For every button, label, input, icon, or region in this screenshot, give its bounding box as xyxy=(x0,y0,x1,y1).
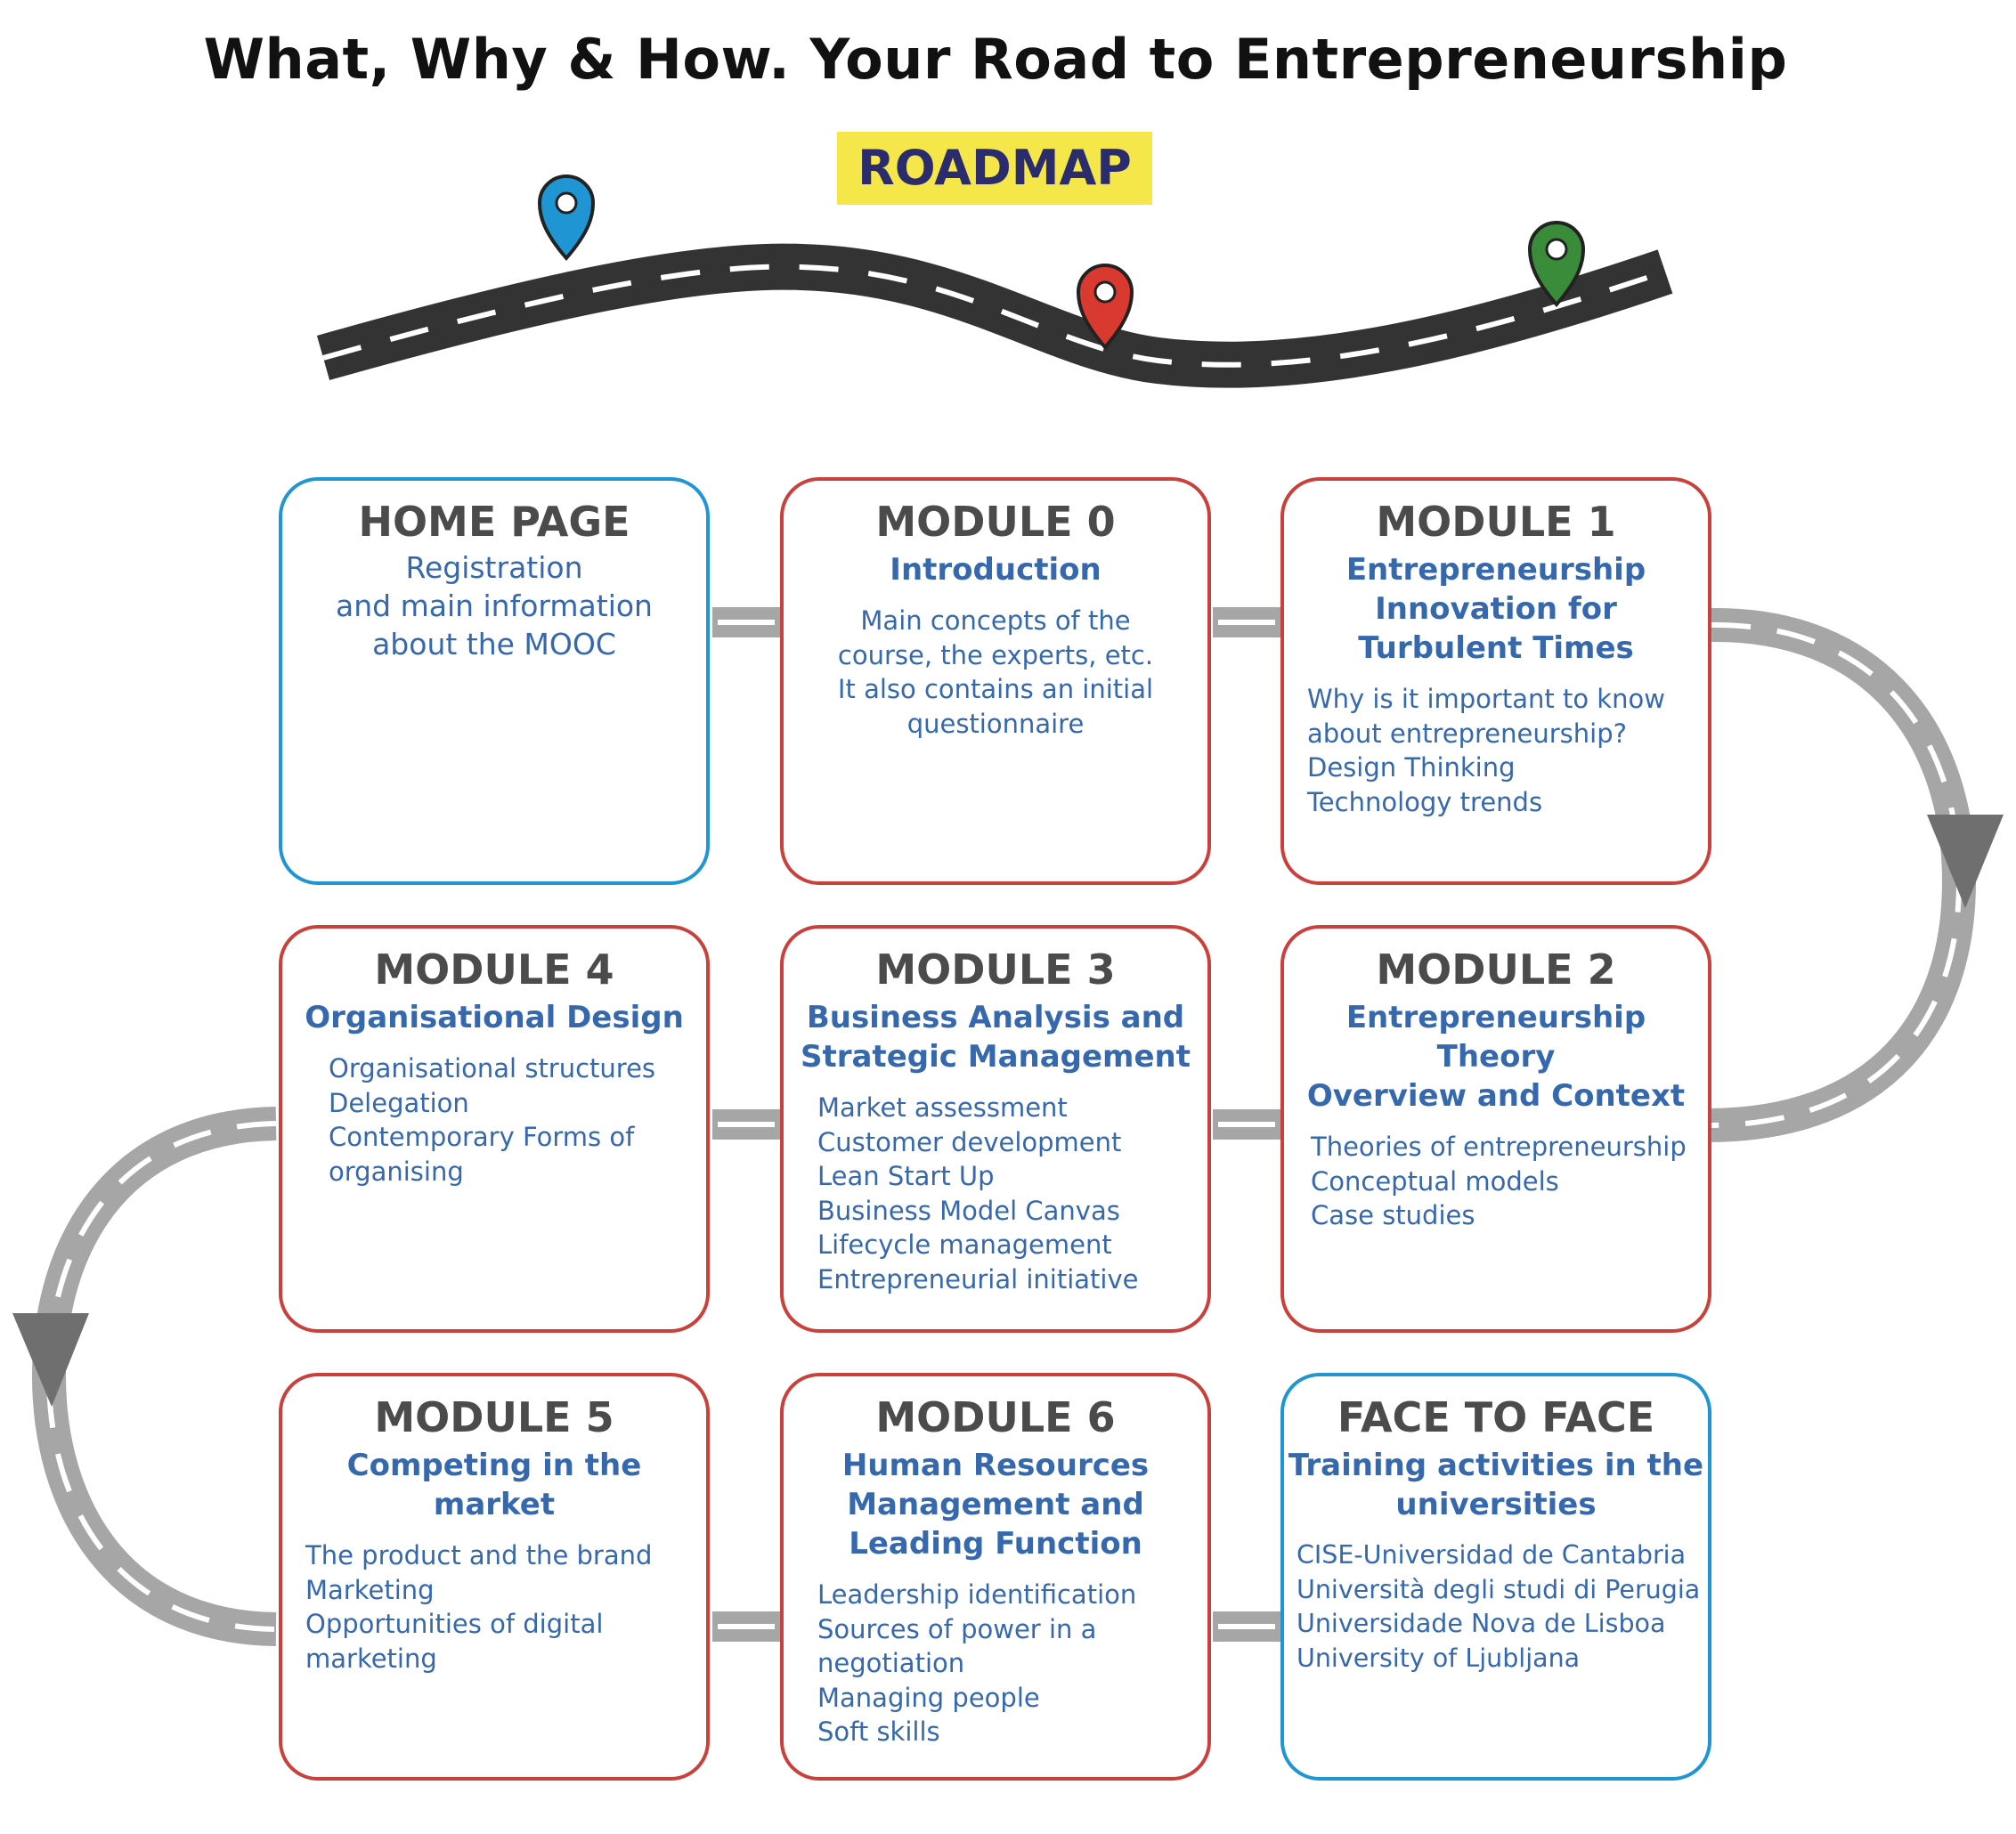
page-title: What, Why & How. Your Road to Entreprene… xyxy=(203,27,1788,92)
card-title: HOME PAGE xyxy=(358,498,630,546)
card-description: Theories of entrepreneurship Conceptual … xyxy=(1311,1132,1687,1230)
card-module-2: MODULE 2 Entrepreneurship Theory Overvie… xyxy=(1280,925,1711,1333)
card-connectors xyxy=(712,607,1282,1642)
card-title: MODULE 6 xyxy=(875,1393,1116,1441)
card-title: MODULE 0 xyxy=(875,498,1116,546)
card-subtitle: Training activities in the universities xyxy=(1288,1448,1704,1522)
card-module-3: MODULE 3 Business Analysis and Strategic… xyxy=(780,925,1211,1333)
card-subtitle: Competing in the market xyxy=(346,1448,642,1522)
card-subtitle: Business Analysis and Strategic Manageme… xyxy=(800,1000,1191,1075)
card-subtitle: Human Resources Management and Leading F… xyxy=(841,1448,1150,1562)
arrow-down-icon xyxy=(12,1313,89,1407)
card-subtitle: Organisational Design xyxy=(305,1000,684,1035)
card-home-page: HOME PAGE Registration and main informat… xyxy=(279,477,710,885)
roadmap-badge: ROADMAP xyxy=(837,132,1152,205)
card-description: Market assessment Customer development L… xyxy=(817,1092,1139,1294)
card-title: MODULE 1 xyxy=(1376,498,1616,546)
card-module-1: MODULE 1 Entrepreneurship Innovation for… xyxy=(1280,477,1711,885)
card-description: CISE-Universidad de Cantabria Università… xyxy=(1297,1540,1701,1673)
card-face-to-face: FACE TO FACE Training activities in the … xyxy=(1280,1373,1711,1781)
map-pin-green-icon xyxy=(1527,221,1586,308)
card-title: FACE TO FACE xyxy=(1337,1393,1655,1441)
left-curve-road xyxy=(12,1107,277,1646)
card-description: Leadership identification Sources of pow… xyxy=(817,1579,1137,1747)
arrow-down-icon xyxy=(1927,815,2004,908)
card-subtitle: Entrepreneurship Innovation for Turbulen… xyxy=(1345,552,1646,666)
card-description: Why is it important to know about entrep… xyxy=(1307,684,1665,817)
card-subtitle: Introduction xyxy=(890,552,1101,588)
card-title: MODULE 3 xyxy=(875,945,1116,994)
card-module-4: MODULE 4 Organisational Design Organisat… xyxy=(279,925,710,1333)
map-pin-red-icon xyxy=(1076,264,1134,351)
card-module-6: MODULE 6 Human Resources Management and … xyxy=(780,1373,1211,1781)
card-title: MODULE 5 xyxy=(374,1393,614,1441)
card-description: Registration and main information about … xyxy=(336,550,653,661)
card-module-5: MODULE 5 Competing in the market The pro… xyxy=(279,1373,710,1781)
right-curve-road xyxy=(1711,607,2004,1142)
top-road xyxy=(316,243,1673,388)
card-module-0: MODULE 0 Introduction Main concepts of t… xyxy=(780,477,1211,885)
card-description: The product and the brand Marketing Oppo… xyxy=(305,1540,653,1674)
card-title: MODULE 4 xyxy=(374,945,614,994)
map-pin-blue-icon xyxy=(537,174,596,262)
card-title: MODULE 2 xyxy=(1376,945,1616,994)
card-description: Organisational structures Delegation Con… xyxy=(329,1053,656,1187)
card-description: Main concepts of the course, the experts… xyxy=(837,605,1154,739)
card-subtitle: Entrepreneurship Theory Overview and Con… xyxy=(1306,1000,1686,1114)
